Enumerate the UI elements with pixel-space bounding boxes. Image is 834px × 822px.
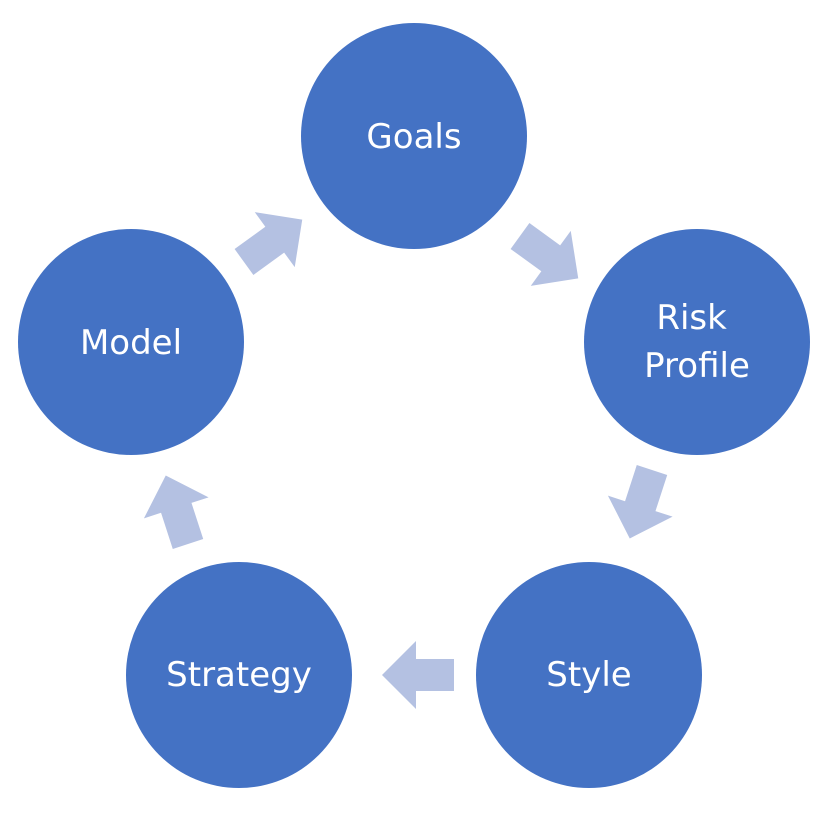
- node-strategy: Strategy: [126, 562, 352, 788]
- node-risk-profile-label-line-2: Profile: [644, 346, 750, 386]
- node-goals-circle: [301, 23, 527, 249]
- arrow-model-to-goals: [234, 212, 303, 275]
- node-model-circle: [18, 229, 244, 455]
- node-style-label: Style: [546, 655, 631, 695]
- node-model-label: Model: [80, 323, 182, 363]
- arrow-goals-to-risk-profile: [510, 223, 579, 286]
- node-risk-profile-circle: [584, 229, 810, 455]
- node-strategy-circle: [126, 562, 352, 788]
- node-risk-profile: Risk Profile: [584, 229, 810, 455]
- node-style-circle: [476, 562, 702, 788]
- node-style: Style: [476, 562, 702, 788]
- arrow-style-to-strategy: [382, 641, 454, 709]
- node-model: Model: [18, 229, 244, 455]
- node-goals: Goals: [301, 23, 527, 249]
- arrow-risk-profile-to-style: [607, 465, 673, 539]
- arrow-strategy-to-model: [143, 475, 209, 549]
- node-risk-profile-label: Risk Profile: [644, 298, 750, 386]
- node-strategy-label: Strategy: [166, 655, 312, 695]
- node-risk-profile-label-line-1: Risk: [656, 298, 727, 338]
- arrows-layer: [143, 212, 673, 709]
- node-goals-label: Goals: [366, 117, 461, 157]
